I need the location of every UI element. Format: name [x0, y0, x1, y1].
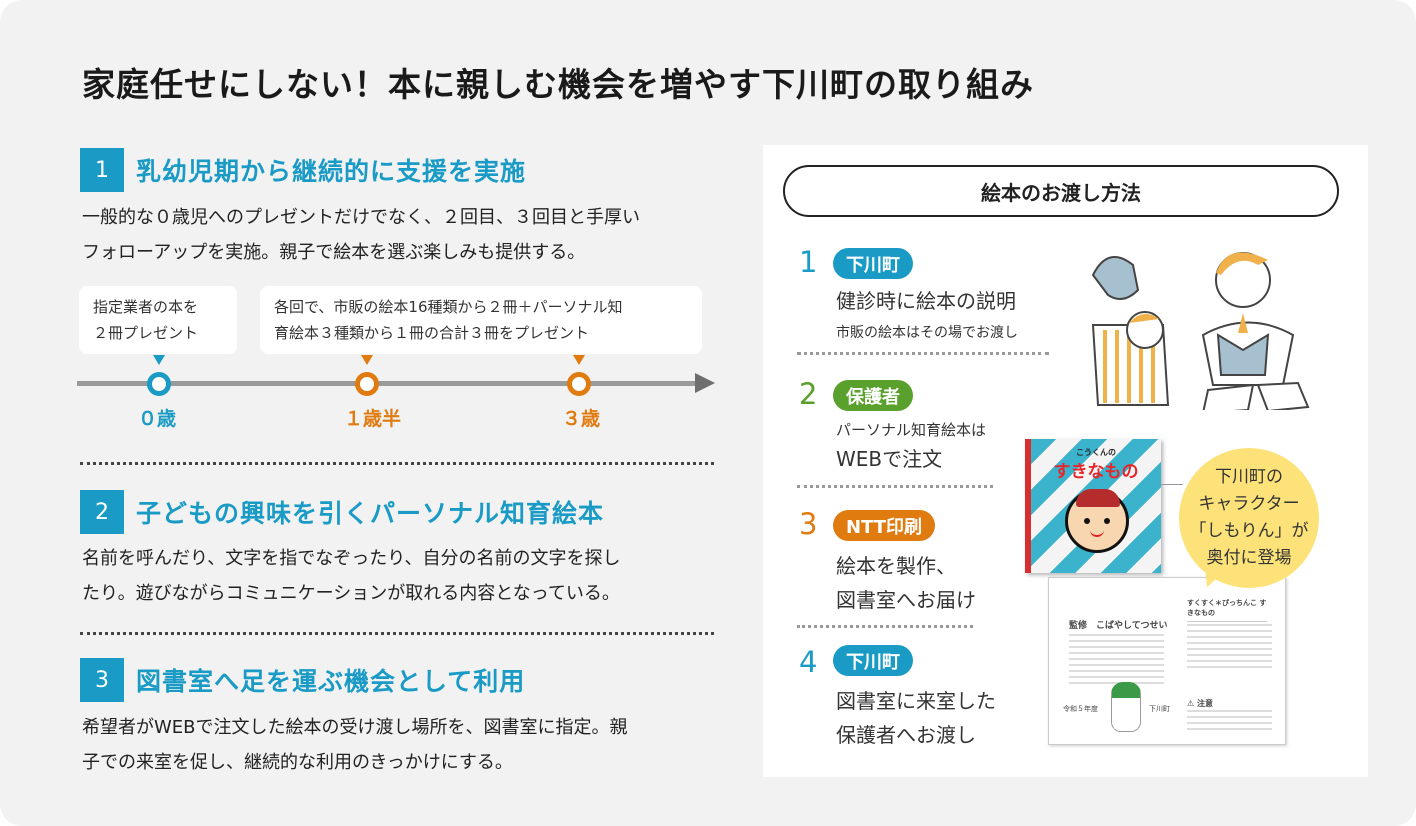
book-title: すきなもの [1053, 462, 1139, 482]
pointer-icon [153, 355, 165, 365]
step-text: 図書室に来室した [836, 689, 996, 713]
colophon-text-block [1069, 634, 1164, 684]
timeline-bubble-1: 各回で、市販の絵本16種類から２冊＋パーソナル知 育絵本３種類から１冊の合計３冊… [260, 286, 702, 354]
colophon-credits [1187, 624, 1272, 670]
step-text: 絵本を製作、 [836, 554, 956, 578]
timeline-point [567, 372, 591, 396]
speech-line: 下川町の [1215, 467, 1283, 487]
timeline-bubble-0: 指定業者の本を ２冊プレゼント [79, 286, 237, 354]
book-colophon: 監修 こばやしてつせい すくすく＊ぴっちんこ すきなもの 令和５年度 下川町 ⚠… [1048, 577, 1286, 745]
bubble-line: 各回で、市販の絵本16種類から２冊＋パーソナル知 [274, 298, 623, 316]
section-2-heading: 2 子どもの興味を引くパーソナル知育絵本 [80, 490, 604, 534]
body-line: 子での来室を促し、継続的な利用のきっかけにする。 [82, 752, 513, 773]
bubble-line: 指定業者の本を [93, 298, 199, 316]
age-label: ３歳 [562, 408, 601, 430]
step-tag: 保護者 [833, 380, 913, 411]
step-number: 3 [799, 507, 818, 541]
divider [797, 352, 1049, 355]
body-line: 一般的な０歳児へのプレゼントだけでなく、２回目、３回目と手厚い [82, 207, 640, 228]
section-1-heading: 1 乳幼児期から継続的に支援を実施 [80, 148, 526, 192]
step-subtext: パーソナル知育絵本は [836, 421, 987, 439]
section-number: 3 [80, 658, 124, 702]
colophon-book-title: すくすく＊ぴっちんこ すきなもの [1187, 598, 1267, 622]
step-text: WEBで注文 [836, 447, 943, 471]
step-text: 健診時に絵本の説明 [836, 289, 1016, 313]
arrow-right-icon [695, 373, 715, 393]
body-line: フォローアップを実施。親子で絵本を選ぶ楽しみも提供する。 [82, 242, 586, 263]
section-3-heading: 3 図書室へ足を運ぶ機会として利用 [80, 658, 525, 702]
section-title: 子どもの興味を引くパーソナル知育絵本 [136, 499, 605, 528]
section-title: 図書室へ足を運ぶ機会として利用 [136, 667, 526, 696]
age-label: １歳半 [344, 408, 402, 430]
step-number: 2 [799, 377, 818, 411]
divider [797, 625, 973, 628]
connector-line [1161, 484, 1183, 485]
book-subtitle: こうくんの [1076, 448, 1116, 457]
colophon-notice: ⚠ 注意 [1187, 699, 1213, 708]
colophon-year: 令和５年度 [1063, 705, 1098, 713]
panel-title: 絵本のお渡し方法 [783, 165, 1339, 217]
section-2-body: 名前を呼んだり、文字を指でなぞったり、自分の名前の文字を探し たり。遊びながらコ… [82, 541, 722, 611]
speech-line: 奥付に登場 [1206, 548, 1292, 568]
section-3-body: 希望者がWEBで注文した絵本の受け渡し場所を、図書室に指定。親 子での来室を促し… [82, 710, 722, 780]
section-number: 2 [80, 490, 124, 534]
divider [80, 462, 714, 465]
step-tag: 下川町 [833, 645, 913, 676]
baby-face-icon [1065, 489, 1129, 553]
pointer-icon [573, 355, 585, 365]
section-title: 乳幼児期から継続的に支援を実施 [136, 157, 527, 186]
delivery-method-panel: 絵本のお渡し方法 1 下川町 健診時に絵本の説明 市販の絵本はその場でお渡し 2… [763, 145, 1368, 777]
character-speech-bubble: 下川町の キャラクター 「しもりん」が 奥付に登場 [1179, 448, 1319, 588]
speech-line: 「しもりん」が [1189, 521, 1309, 541]
step-number: 1 [799, 245, 818, 279]
divider [80, 632, 714, 635]
parent-doctor-illustration [1091, 252, 1310, 410]
speech-line: キャラクター [1198, 494, 1300, 514]
colophon-notice-text [1187, 710, 1272, 734]
step-tag: NTT印刷 [833, 510, 936, 541]
timeline-point [147, 372, 171, 396]
section-1-body: 一般的な０歳児へのプレゼントだけでなく、２回目、３回目と手厚い フォローアップを… [82, 200, 722, 270]
timeline-axis [77, 381, 697, 386]
step-subtext: 市販の絵本はその場でお渡し [836, 325, 1018, 341]
section-number: 1 [80, 148, 124, 192]
timeline-point [355, 372, 379, 396]
bubble-line: ２冊プレゼント [93, 324, 199, 342]
body-line: 希望者がWEBで注文した絵本の受け渡し場所を、図書室に指定。親 [82, 717, 628, 738]
step-text: 保護者へお渡し [836, 723, 976, 747]
step-text: 図書室へお届け [836, 588, 976, 612]
bubble-line: 育絵本３種類から１冊の合計３冊をプレゼント [274, 324, 590, 342]
colophon-supervisor: 監修 こばやしてつせい [1069, 621, 1168, 631]
age-label: ０歳 [138, 408, 177, 430]
step-tag: 下川町 [833, 248, 913, 279]
body-line: 名前を呼んだり、文字を指でなぞったり、自分の名前の文字を探し [82, 548, 621, 569]
body-line: たり。遊びながらコミュニケーションが取れる内容となっている。 [82, 583, 620, 604]
divider [797, 485, 993, 488]
shimorin-character-icon [1111, 682, 1141, 732]
colophon-town: 下川町 [1149, 705, 1170, 713]
step-number: 4 [799, 645, 818, 679]
page-title: 家庭任せにしない！本に親しむ機会を増やす下川町の取り組み [82, 65, 1034, 104]
pointer-icon [361, 355, 373, 365]
picture-book-cover: こうくんの すきなもの [1025, 439, 1161, 573]
notice-label: 注意 [1196, 699, 1213, 708]
